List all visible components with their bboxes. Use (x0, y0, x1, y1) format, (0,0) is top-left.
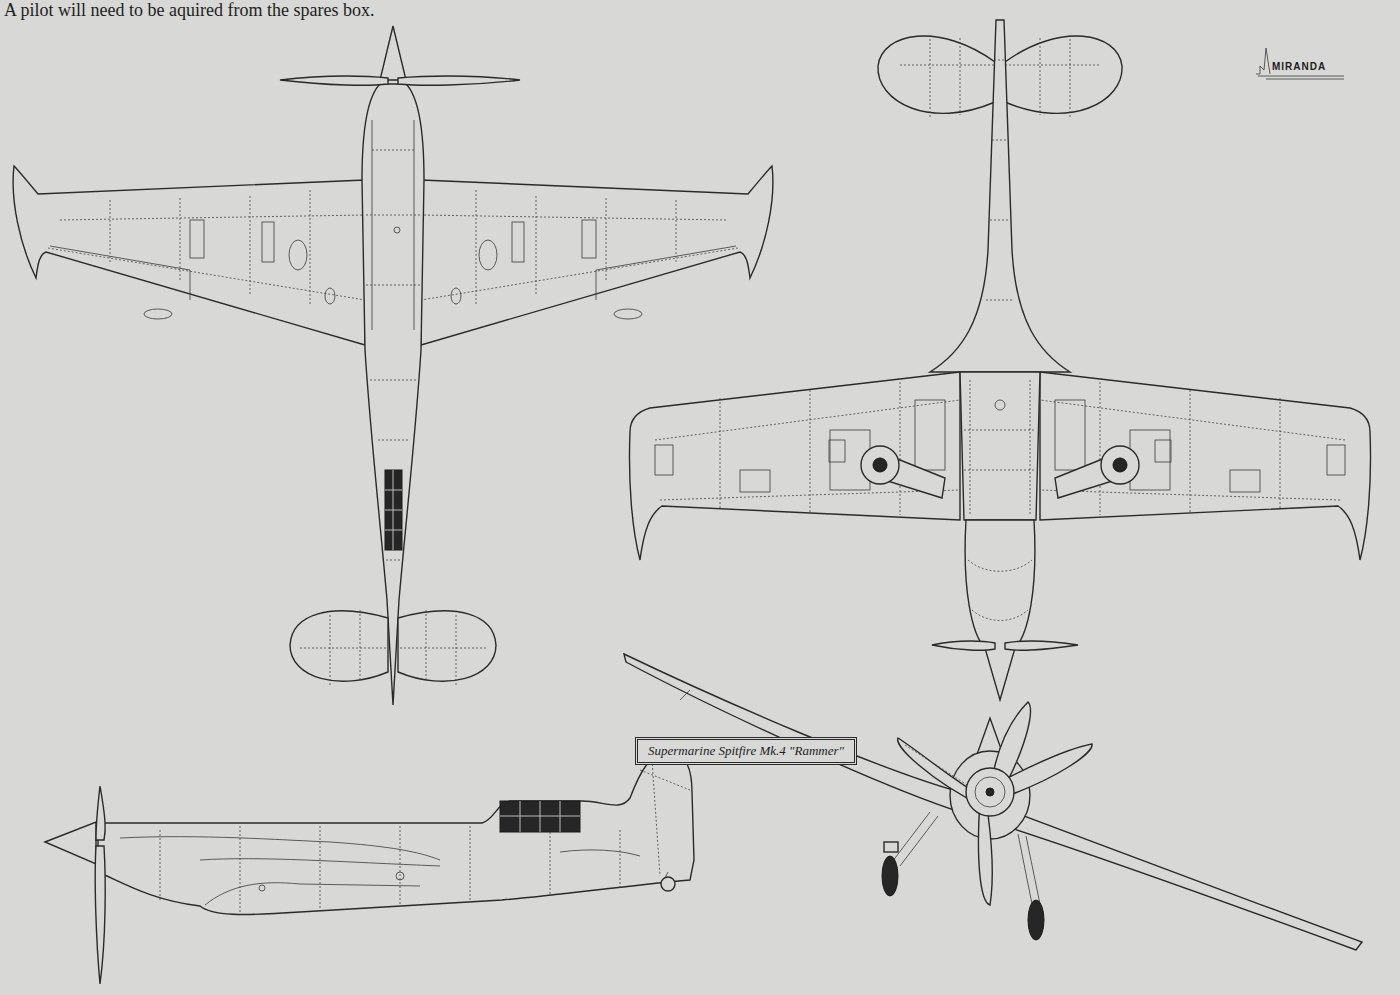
top-view (13, 26, 773, 705)
title-plate: Supermarine Spitfire Mk.4 "Rammer" (635, 737, 857, 765)
front-view (624, 654, 1362, 950)
instruction-note: A pilot will need to be aquired from the… (4, 0, 374, 21)
logo-mark (1256, 48, 1344, 79)
artist-logo: MIRANDA (1272, 61, 1326, 72)
under-view (629, 20, 1370, 700)
side-view (45, 752, 694, 984)
